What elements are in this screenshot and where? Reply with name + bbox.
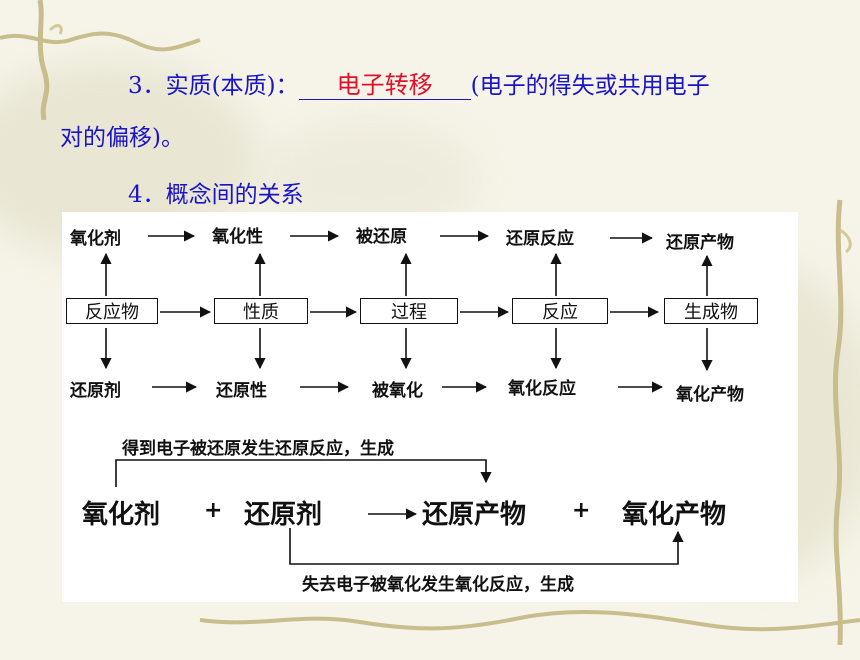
answer-blank: 电子转移 xyxy=(298,71,471,100)
box-reactant: 反应物 xyxy=(66,298,158,324)
answer-text: 电子转移 xyxy=(336,71,433,99)
box-process: 过程 xyxy=(360,298,458,324)
equation-oxidant: 氧化剂 xyxy=(82,500,161,530)
bottom-oxidized: 被氧化 xyxy=(372,381,423,401)
box-reaction: 反应 xyxy=(512,298,608,324)
top-oxidizing-property: 氧化性 xyxy=(212,227,263,247)
top-oxidant: 氧化剂 xyxy=(70,229,121,249)
bottom-vine-decoration xyxy=(199,609,860,632)
top-left-vine-decoration xyxy=(0,0,201,120)
equation-reductant: 还原剂 xyxy=(244,500,323,530)
top-reduction-product: 还原产物 xyxy=(666,233,734,253)
bottom-oxidation-reaction: 氧化反应 xyxy=(508,379,576,399)
equation-plus-2: + xyxy=(572,498,591,523)
bottom-oxidation-product: 氧化产物 xyxy=(676,385,744,405)
equation-bottom-note: 失去电子被氧化发生氧化反应，生成 xyxy=(302,575,574,595)
bottom-reducing-property: 还原性 xyxy=(216,381,267,401)
equation-plus-1: + xyxy=(204,498,223,523)
heading-3-suffix: (电子的得失或共用电子 xyxy=(470,73,710,99)
equation-reduction-product: 还原产物 xyxy=(422,500,527,530)
diagram-arrows xyxy=(100,230,713,565)
heading-3-continuation: 对的偏移)。 xyxy=(60,125,184,151)
right-vine-decoration xyxy=(832,199,852,645)
box-property: 性质 xyxy=(214,298,308,324)
concept-relation-diagram: 氧化剂 氧化性 被还原 还原反应 还原产物 反应物 性质 过程 反应 生成物 还… xyxy=(62,212,798,602)
top-reduction-reaction: 还原反应 xyxy=(506,229,574,249)
bottom-reductant: 还原剂 xyxy=(70,381,121,401)
box-product: 生成物 xyxy=(664,298,758,324)
heading-3-prefix: 3．实质(本质)： xyxy=(128,73,299,99)
heading-4: 4．概念间的关系 xyxy=(128,182,304,208)
heading-3-line: 3．实质(本质)： 电子转移 (电子的得失或共用电子 xyxy=(128,66,710,100)
top-reduced: 被还原 xyxy=(356,227,407,247)
equation-top-note: 得到电子被还原发生还原反应，生成 xyxy=(122,439,394,459)
equation-oxidation-product: 氧化产物 xyxy=(622,500,727,530)
